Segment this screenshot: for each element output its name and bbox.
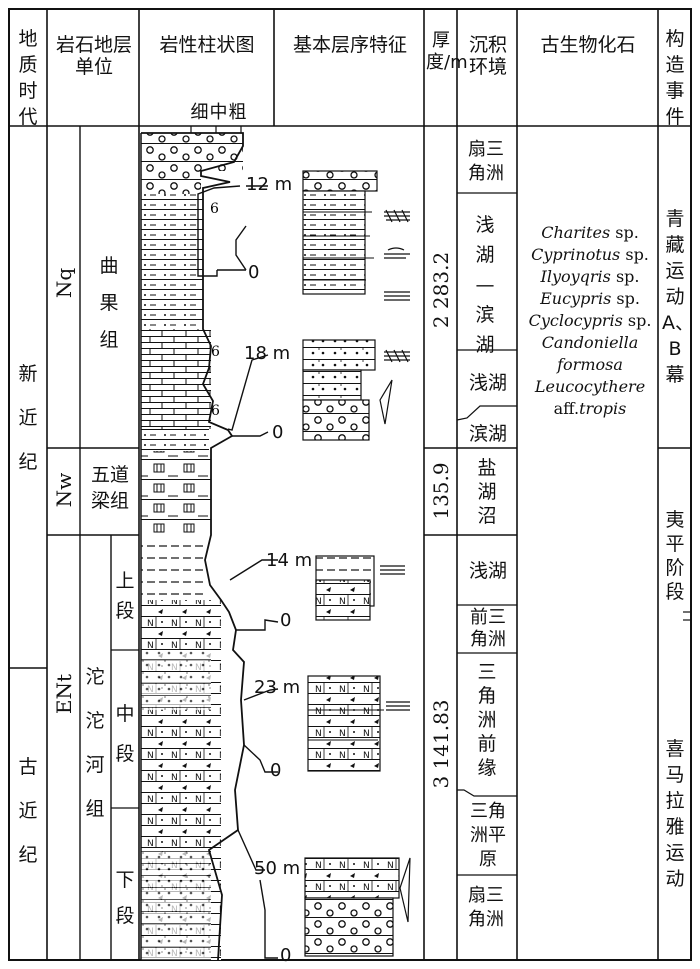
fossil-5: Cyclocypris sp. (528, 311, 652, 330)
scale-5-bottom: 0 (280, 945, 292, 966)
scale-5-top: 50 m (254, 858, 301, 879)
header-grain-scale: 细中粗 (190, 102, 248, 123)
period-paleogene: 古近纪 (18, 756, 38, 866)
member-lower: 下段 (115, 869, 135, 927)
thickness-ent: 3 141.83 (429, 699, 453, 789)
tectonic-himalayan: 喜马拉雅运动 (665, 738, 685, 890)
fossil-8: Leucocythere (534, 377, 646, 396)
fossil-7: formosa (557, 355, 623, 374)
formation-code-ent: ENt (52, 673, 76, 715)
env-fan-delta-top: 扇三角洲 (468, 139, 504, 184)
header-thickness: 厚度/m (426, 30, 468, 73)
tectonic-planation: 夷平阶段 (665, 509, 685, 603)
env-delta-front: 三角洲前缘 (477, 661, 497, 779)
thickness-nw: 135.9 (429, 462, 453, 520)
header-tectonic: 构造事件 (665, 28, 685, 128)
fossil-4: Eucypris sp. (540, 289, 640, 308)
svg-text:6: 6 (211, 344, 220, 360)
scale-4-bottom: 0 (270, 760, 282, 781)
member-middle: 中段 (115, 703, 135, 765)
fossil-1: Charites sp. (541, 223, 639, 242)
scale-3-top: 14 m (266, 550, 313, 571)
formation-name-nq: 曲果组 (99, 255, 119, 351)
env-salt-marsh: 盐湖沼 (477, 457, 497, 527)
thickness-nq: 2 283.2 (429, 251, 453, 329)
header-environment: 沉积环境 (468, 34, 507, 78)
scale-3-bottom: 0 (280, 610, 292, 631)
fossil-2: Cyprinotus sp. (531, 245, 649, 264)
tectonic-qingzang: 青藏运动A、B幕 (662, 208, 694, 386)
env-shallow-shore-lake: 浅湖—滨湖 (475, 214, 495, 356)
scale-4-top: 23 m (254, 677, 301, 698)
scale-1-top: 12 m (246, 174, 293, 195)
member-upper: 上段 (115, 570, 135, 622)
svg-text:6: 6 (210, 201, 219, 217)
formation-code-nq: Nq (52, 267, 76, 299)
formation-name-nw: 五道梁组 (90, 464, 129, 512)
env-fan-delta-bottom: 扇三角洲 (468, 885, 504, 930)
header-geo-time: 地质时代 (18, 28, 38, 128)
env-prodelta: 前三角洲 (470, 607, 506, 650)
env-shallow-lake-2: 浅湖 (468, 560, 507, 582)
fossil-3: Ilyoyqris sp. (540, 267, 640, 286)
fossil-6: Candoniella (541, 333, 639, 352)
scale-2-bottom: 0 (272, 422, 284, 443)
fossil-9: aff.tropis (553, 399, 627, 418)
formation-name-ent: 沱沱河组 (85, 666, 105, 820)
formation-code-nw: Nw (52, 472, 76, 508)
scale-2-top: 18 m (244, 343, 291, 364)
header-column: 岩性柱状图 (159, 34, 255, 56)
header-fossils: 古生物化石 (540, 34, 636, 56)
env-shore-lake: 滨湖 (468, 423, 507, 445)
period-neogene: 新近纪 (18, 363, 38, 473)
header-strat-unit: 岩石地层单位 (55, 34, 132, 78)
env-delta-plain: 三角洲平原 (470, 801, 506, 870)
svg-text:6: 6 (211, 403, 220, 419)
scale-1-bottom: 0 (248, 262, 260, 283)
env-shallow-lake-1: 浅湖 (468, 372, 507, 394)
header-sequence: 基本层序特征 (292, 34, 407, 56)
